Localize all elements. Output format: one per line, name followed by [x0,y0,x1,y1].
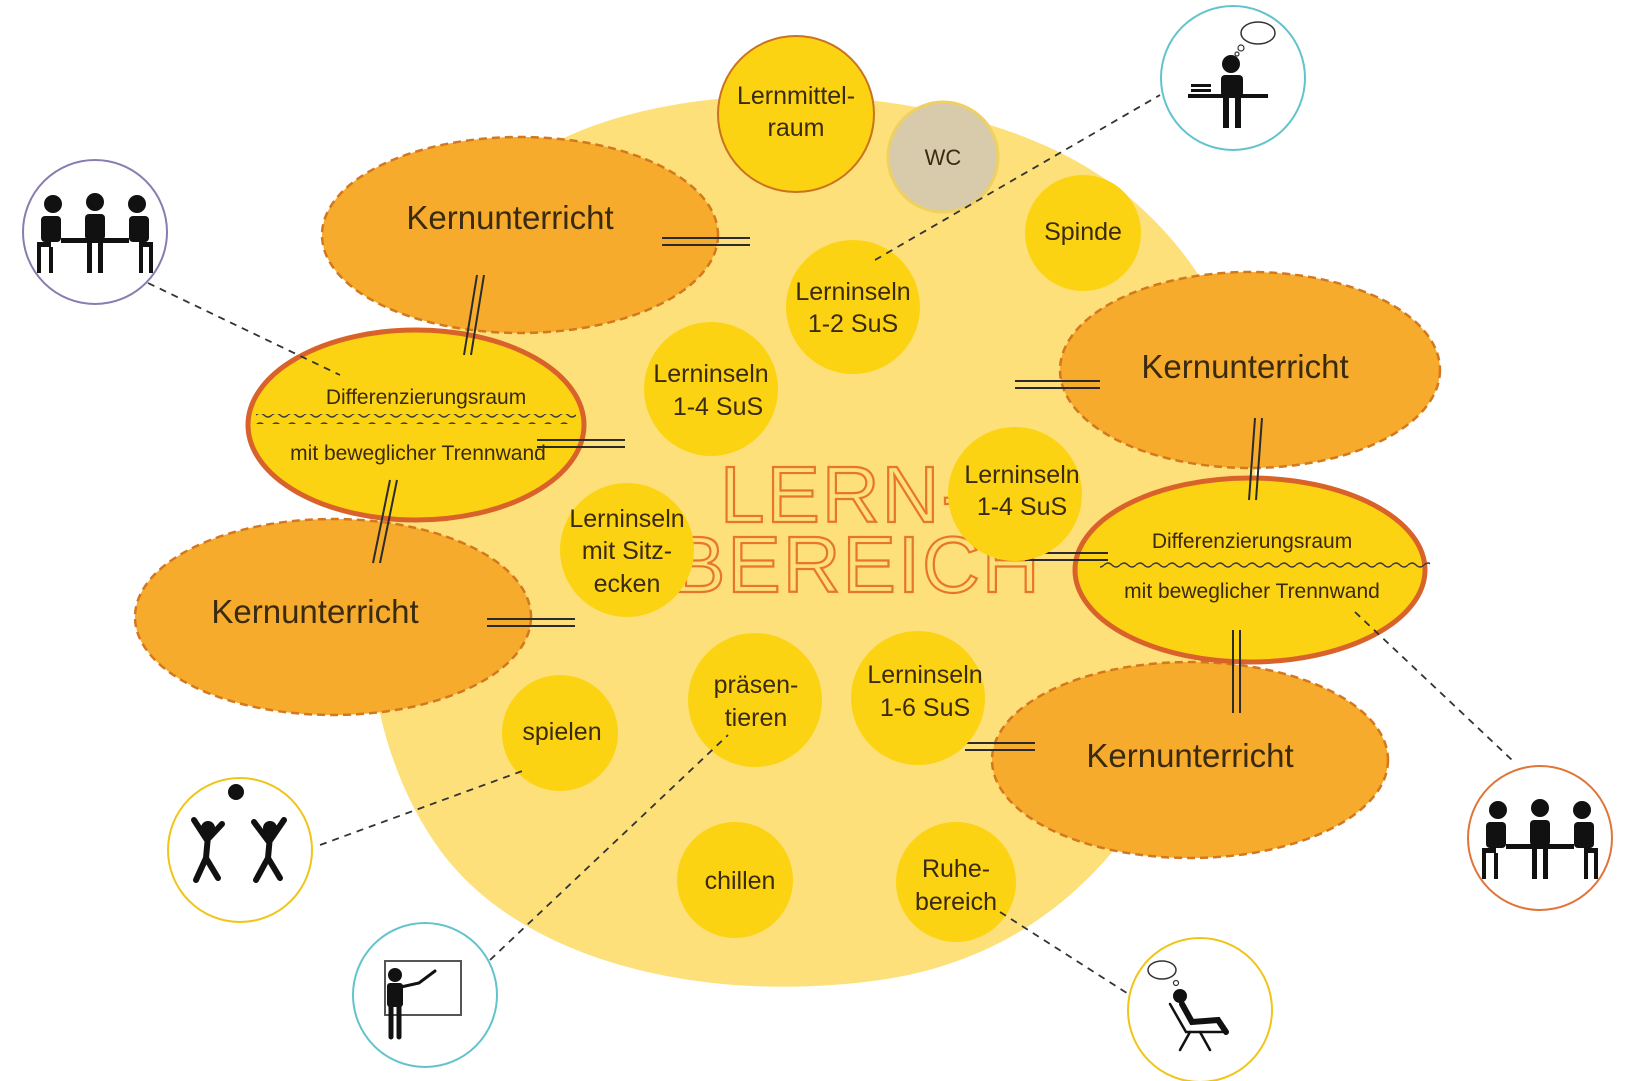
svg-text:Lerninseln: Lerninseln [795,278,910,306]
spielen-area: spielen [502,675,618,791]
ruhebereich-area: Ruhe- bereich [896,822,1016,942]
svg-text:Lerninseln: Lerninseln [653,360,768,388]
group-table-icon [1467,765,1613,911]
svg-text:Lerninseln: Lerninseln [867,661,982,689]
svg-text:Differenzierungsraum: Differenzierungsraum [1152,530,1352,553]
svg-text:Ruhe-: Ruhe- [922,855,990,883]
lerninseln-1-2: Lerninseln 1-2 SuS [786,240,920,374]
svg-text:chillen: chillen [705,867,776,895]
kernunterricht-bottom-right: Kernunterricht [990,660,1390,860]
svg-text:mit beweglicher Trennwand: mit beweglicher Trennwand [1124,580,1380,603]
differenzierungsraum-right: Differenzierungsraum mit beweglicher Tre… [1072,475,1430,665]
svg-text:Differenzierungsraum: Differenzierungsraum [326,386,526,409]
svg-text:mit Sitz-: mit Sitz- [582,537,672,565]
door-connectors [372,237,1263,751]
chillen-area: chillen [677,822,793,938]
playing-ball-icon [167,777,313,923]
svg-text:Kernunterricht: Kernunterricht [406,199,613,236]
svg-text:Kernunterricht: Kernunterricht [211,593,418,630]
wc-room: WC [886,100,1000,214]
lerninseln-1-6: Lerninseln 1-6 SuS [851,631,985,765]
svg-text:WC: WC [925,145,962,170]
svg-text:Kernunterricht: Kernunterricht [1086,737,1293,774]
group-table-icon [22,159,168,305]
kernunterricht-right-top: Kernunterricht [1058,270,1442,470]
lerninseln-sitzecken: Lerninseln mit Sitz- ecken [560,483,694,617]
leader-lines [147,94,1513,996]
presenter-board-icon [352,922,498,1068]
svg-text:Kernunterricht: Kernunterricht [1141,348,1348,385]
kernunterricht-top-left: Kernunterricht [320,135,720,335]
lernmittelraum-room: Lernmittel- raum [717,35,875,193]
desk-thinking-icon [1160,5,1306,151]
differenzierungsraum-left: Differenzierungsraum mit beweglicher Tre… [245,327,587,523]
svg-text:bereich: bereich [915,888,997,916]
svg-text:präsen-: präsen- [714,671,799,699]
lerninseln-1-4-left: Lerninseln 1-4 SuS [644,322,778,456]
svg-text:Lernmittel-: Lernmittel- [737,82,855,110]
kernunterricht-bottom-left: Kernunterricht [133,517,533,717]
svg-text:tieren: tieren [725,704,788,732]
lerninseln-1-4-right: Lerninseln 1-4 SuS [948,427,1082,561]
svg-text:Lerninseln: Lerninseln [569,505,684,533]
svg-text:spielen: spielen [522,718,601,746]
svg-text:LERN-: LERN- [720,450,970,539]
reclining-chair-icon [1127,937,1273,1081]
svg-text:Spinde: Spinde [1044,218,1122,246]
svg-text:1-6 SuS: 1-6 SuS [880,694,970,722]
svg-text:1-4 SuS: 1-4 SuS [673,393,763,421]
title-lernbereich: LERN- BEREICH [671,449,1041,610]
svg-text:mit beweglicher Trennwand: mit beweglicher Trennwand [290,442,546,465]
svg-text:Lerninseln: Lerninseln [964,461,1079,489]
svg-text:raum: raum [768,114,825,142]
svg-text:1-4 SuS: 1-4 SuS [977,493,1067,521]
svg-text:1-2 SuS: 1-2 SuS [808,310,898,338]
praesentieren-area: präsen- tieren [688,633,822,767]
spinde-lockers: Spinde [1025,175,1141,291]
svg-text:ecken: ecken [594,570,661,598]
